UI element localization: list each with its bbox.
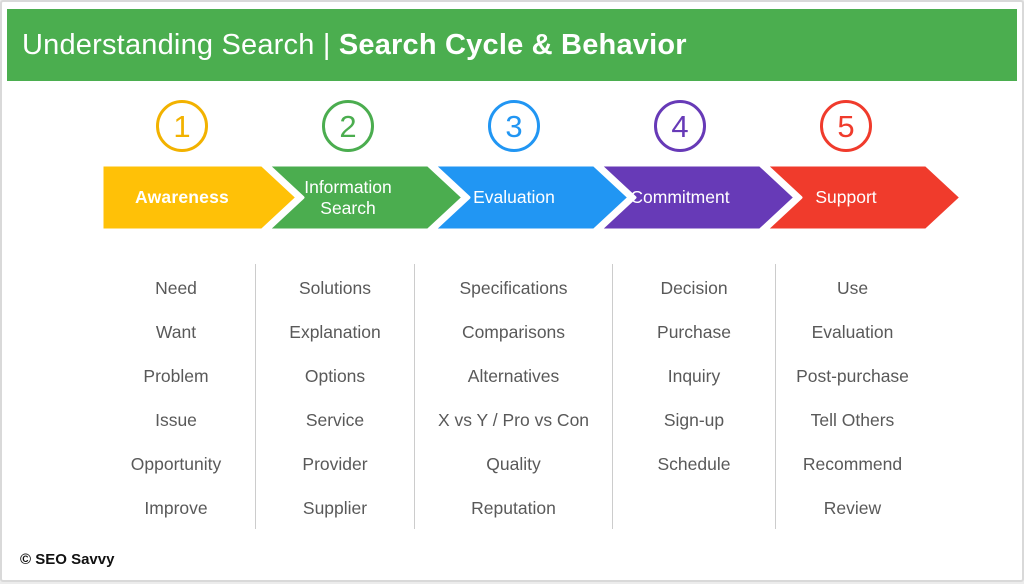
step-number: 3 [505,108,523,144]
list-item: Reputation [471,497,556,518]
list-item: Problem [143,365,209,386]
step-circle-5: 5 [820,100,872,152]
list-item: Alternatives [467,365,560,386]
list-item: Need [155,277,197,298]
step-circle-4: 4 [654,100,706,152]
list-item: Supplier [302,497,368,518]
list-item: Post-purchase [796,365,909,386]
step-number: 5 [837,108,855,144]
list-item: Recommend [802,453,903,474]
list-item [613,486,775,530]
step-circle-1: 1 [156,100,208,152]
list-item: Issue [155,409,197,430]
column-evaluation: Specifications Comparisons Alternatives … [414,264,612,529]
step-circle-3: 3 [488,100,540,152]
list-item: Opportunity [130,453,222,474]
column-support: Use Evaluation Post-purchase Tell Others… [775,264,929,529]
list-item: Want [155,321,197,342]
list-item: Specifications [459,277,568,298]
title-separator: | [314,28,339,61]
list-item: Tell Others [810,409,895,430]
list-item: Evaluation [811,321,894,342]
step-number: 1 [173,108,191,144]
keyword-columns: Need Want Problem Issue Opportunity Impr… [97,264,929,529]
header-bar: Understanding Search | Search Cycle & Be… [7,9,1017,81]
column-awareness: Need Want Problem Issue Opportunity Impr… [97,264,255,529]
list-item: X vs Y / Pro vs Con [437,409,590,430]
stage-label-support: Support [815,187,877,208]
list-item: Decision [660,277,728,298]
stage-label-awareness: Awareness [135,187,229,208]
list-item: Schedule [657,453,731,474]
column-information-search: Solutions Explanation Options Service Pr… [255,264,414,529]
stage-label-information-search: Information Search [304,177,392,218]
list-item: Sign-up [663,409,725,430]
stage-label-evaluation: Evaluation [473,187,555,208]
list-item: Review [823,497,882,518]
list-item: Quality [486,453,541,474]
list-item: Provider [302,453,368,474]
list-item: Explanation [289,321,381,342]
column-commitment: Decision Purchase Inquiry Sign-up Schedu… [612,264,775,529]
list-item: Options [304,365,366,386]
list-item: Comparisons [461,321,566,342]
list-item: Solutions [299,277,371,298]
step-number: 4 [671,108,689,144]
slide-title: Understanding Search | Search Cycle & Be… [22,29,687,62]
list-item: Inquiry [667,365,721,386]
step-number: 2 [339,108,357,144]
list-item: Use [836,277,869,298]
copyright-footer: © SEO Savvy [20,551,115,568]
title-prefix: Understanding Search [22,28,315,61]
list-item: Purchase [657,321,731,342]
list-item: Improve [144,497,208,518]
step-circle-2: 2 [322,100,374,152]
stage-label-commitment: Commitment [630,187,730,208]
title-emphasis: Search Cycle & Behavior [338,28,687,61]
list-item: Service [305,409,365,430]
